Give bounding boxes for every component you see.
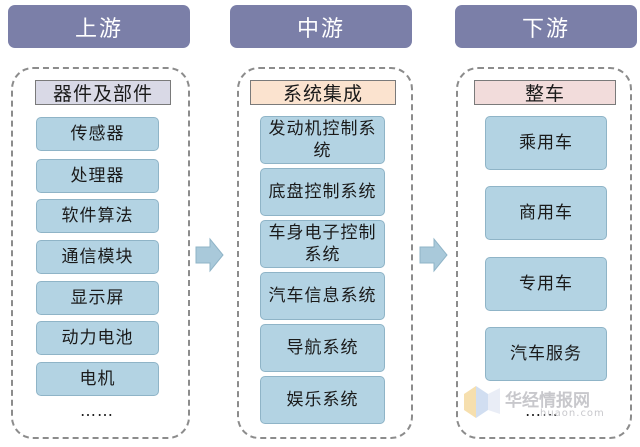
upstream-title: 器件及部件: [35, 80, 171, 105]
arrow-right-icon: [419, 237, 448, 273]
upstream-item-motor: 电机: [36, 362, 159, 396]
stage-header-downstream: 下游: [455, 5, 637, 48]
arrow-right-icon: [195, 237, 224, 273]
downstream-item-passenger-car: 乘用车: [485, 116, 607, 170]
stage-header-midstream: 中游: [230, 5, 412, 48]
upstream-item-processor: 处理器: [36, 159, 159, 193]
huaon-logo-icon: [464, 386, 500, 418]
downstream-item-special-vehicle: 专用车: [485, 257, 607, 311]
upstream-item-software: 软件算法: [36, 199, 159, 233]
midstream-item-navigation: 导航系统: [260, 324, 385, 372]
midstream-item-body-electronics: 车身电子控制系统: [260, 220, 385, 268]
upstream-item-display: 显示屏: [36, 281, 159, 315]
midstream-title: 系统集成: [250, 80, 396, 105]
watermark-name: 华经情报网: [505, 391, 590, 411]
downstream-ellipsis: ……: [525, 401, 559, 420]
stage-header-upstream: 上游: [8, 5, 190, 48]
upstream-item-battery: 动力电池: [36, 321, 159, 355]
upstream-item-comm-module: 通信模块: [36, 240, 159, 274]
downstream-title: 整车: [474, 80, 616, 105]
downstream-item-commercial-vehicle: 商用车: [485, 186, 607, 240]
downstream-item-auto-service: 汽车服务: [485, 327, 607, 381]
upstream-item-sensor: 传感器: [36, 117, 159, 151]
upstream-ellipsis: ……: [80, 401, 114, 420]
midstream-item-chassis-control: 底盘控制系统: [260, 168, 385, 216]
midstream-item-infotainment: 汽车信息系统: [260, 272, 385, 320]
midstream-item-entertainment: 娱乐系统: [260, 376, 385, 424]
watermark-url: huaon.com: [540, 408, 605, 419]
midstream-item-engine-control: 发动机控制系统: [260, 116, 385, 164]
